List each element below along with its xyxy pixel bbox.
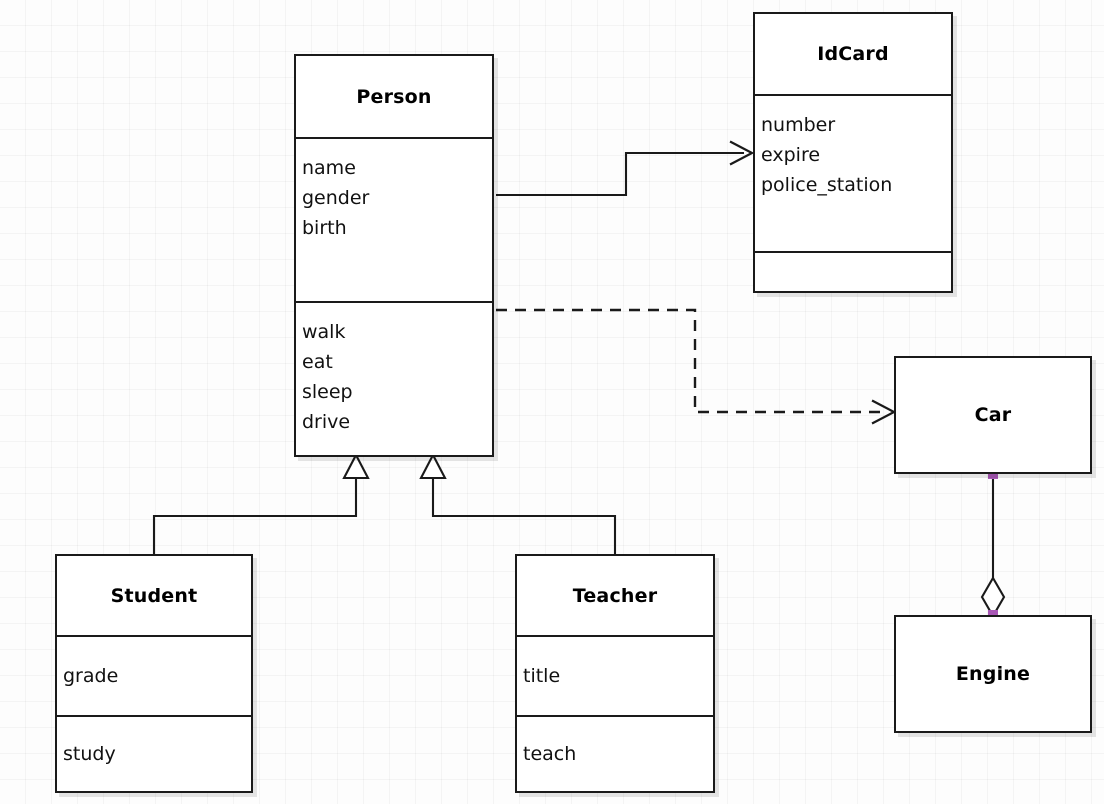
attributes-compartment-teacher: title [517, 635, 713, 715]
class-name-teacher: Teacher [572, 584, 658, 607]
operations-compartment-teacher: teach [517, 715, 713, 791]
operation-item: teach [523, 742, 577, 765]
attribute-item: expire [761, 144, 821, 167]
class-box-teacher[interactable]: Teacher title teach [515, 554, 715, 793]
class-box-idcard[interactable]: IdCard number expire police_station [753, 12, 953, 293]
operation-item: drive [302, 411, 351, 434]
edge-person-car[interactable] [496, 308, 897, 425]
edge-teacher-person[interactable] [419, 452, 617, 556]
edge-person-idcard[interactable] [496, 140, 755, 197]
class-name-car: Car [974, 404, 1012, 426]
attribute-item: title [523, 664, 561, 687]
attributes-compartment-student: grade [57, 635, 251, 715]
operations-compartment-person: walk eat sleep drive [296, 301, 492, 455]
class-box-student[interactable]: Student grade study [55, 554, 253, 793]
attribute-item: police_station [761, 174, 893, 197]
class-name-student: Student [110, 584, 198, 607]
attributes-compartment-idcard: number expire police_station [755, 94, 951, 251]
operation-item: sleep [302, 381, 353, 404]
class-box-person[interactable]: Person name gender birth walk eat sleep … [294, 54, 494, 457]
class-name-idcard: IdCard [817, 43, 889, 65]
operation-item: study [63, 742, 116, 765]
attribute-item: grade [63, 664, 119, 687]
attribute-item: name [302, 157, 356, 179]
edge-car-engine[interactable] [980, 469, 1006, 620]
operations-compartment-student: study [57, 715, 251, 791]
class-name-engine: Engine [955, 663, 1031, 685]
operation-item: walk [302, 321, 346, 343]
class-name-person: Person [356, 85, 432, 108]
attribute-item: gender [302, 187, 370, 210]
attribute-item: number [761, 114, 836, 136]
class-box-car[interactable]: Car [894, 356, 1092, 474]
edge-student-person[interactable] [152, 452, 370, 556]
operation-item: eat [302, 351, 333, 374]
operations-compartment-idcard [755, 251, 951, 291]
class-box-engine[interactable]: Engine [894, 615, 1092, 733]
attribute-item: birth [302, 217, 347, 240]
attributes-compartment-person: name gender birth [296, 137, 492, 301]
